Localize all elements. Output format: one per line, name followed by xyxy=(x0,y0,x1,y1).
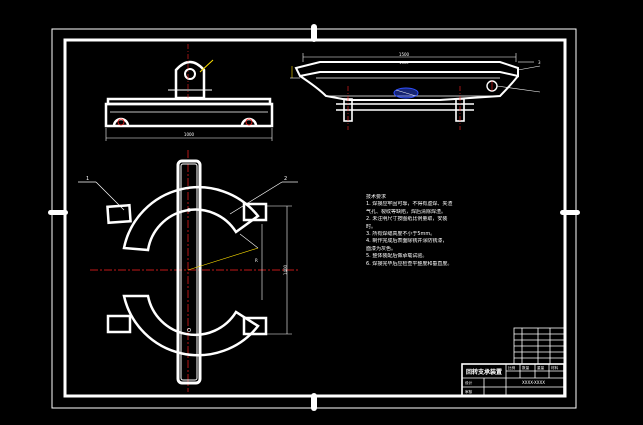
plan-vertical-dimension: 1400 xyxy=(283,264,288,275)
notes-line: 6. 焊接完毕后应检查平整度和垂直度。 xyxy=(366,260,453,267)
plan-view xyxy=(78,150,298,392)
technical-requirements: 技术要求 1. 焊接应牢固可靠，不得有虚焊、夹渣 气孔、裂纹等缺陷，焊后清除焊渣… xyxy=(366,194,506,268)
title-block-cell: 比例 xyxy=(508,366,516,370)
front-view-dimension: 1000 xyxy=(184,132,195,137)
notes-line: 3. 所有焊缝高度不小于5mm。 xyxy=(366,231,436,238)
title-block-drawing-name: 回转支承装置 xyxy=(466,368,502,376)
plan-balloon-1: 1 xyxy=(86,176,89,182)
title-block-drawing-number: XXXX-XXXX xyxy=(522,380,545,385)
title-block-cell: 重量 xyxy=(537,366,545,370)
centering-marks xyxy=(48,24,580,411)
notes-line: 2. 未注明尺寸按图纸比例量取，安装 xyxy=(366,216,448,223)
notes-line: 1. 焊接应牢固可靠，不得有虚焊、夹渣 xyxy=(366,201,453,208)
notes-heading: 技术要求 xyxy=(366,194,387,200)
notes-line: 面漆为灰色。 xyxy=(366,245,397,252)
notes-line: 气孔、裂纹等缺陷，焊后清除焊渣。 xyxy=(366,208,447,215)
notes-line: 4. 制作完成后表面除锈并涂防锈漆， xyxy=(366,238,448,245)
title-block-cell: 审核 xyxy=(465,390,473,394)
notes-line: 时。 xyxy=(366,223,377,230)
side-view-leader-label: 3 xyxy=(538,60,541,65)
parts-list xyxy=(513,327,565,365)
title-block xyxy=(461,363,565,397)
title-block-cell: 数量 xyxy=(522,366,530,370)
front-view xyxy=(104,44,274,141)
notes-line: 5. 整体装配后做承载试验。 xyxy=(366,253,428,260)
plan-balloon-2: 2 xyxy=(284,176,287,182)
title-block-cell: 设计 xyxy=(465,381,473,385)
plan-radius-dimension: R xyxy=(255,258,258,263)
side-view-label: 2000 xyxy=(400,61,409,65)
title-block-cell: 材料 xyxy=(551,366,559,370)
side-view-dimension: 1500 xyxy=(399,52,410,57)
side-view xyxy=(290,53,541,130)
